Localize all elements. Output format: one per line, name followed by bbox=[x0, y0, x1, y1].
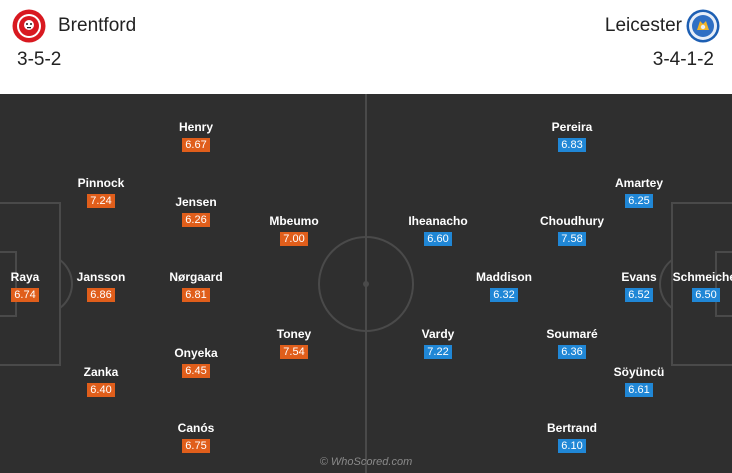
match-header: Brentford 3-5-2 Leicester 3-4-1-2 bbox=[0, 0, 732, 94]
rating-badge: 6.61 bbox=[625, 383, 653, 397]
player-name: Jansson bbox=[76, 270, 126, 284]
player-pereira[interactable]: Pereira 6.83 bbox=[517, 119, 627, 153]
rating-badge: 6.32 bbox=[490, 288, 518, 302]
rating-badge: 6.81 bbox=[182, 288, 210, 302]
player-raya[interactable]: Raya 6.74 bbox=[0, 269, 80, 303]
player-iheanacho[interactable]: Iheanacho 6.60 bbox=[383, 213, 493, 247]
player-bertrand[interactable]: Bertrand 6.10 bbox=[517, 420, 627, 454]
player-name: Amartey bbox=[614, 176, 664, 190]
player-toney[interactable]: Toney 7.54 bbox=[239, 326, 349, 360]
player-name: Soumaré bbox=[546, 327, 598, 341]
rating-badge: 7.00 bbox=[280, 232, 308, 246]
player-name: Iheanacho bbox=[408, 214, 468, 228]
player-jensen[interactable]: Jensen 6.26 bbox=[141, 194, 251, 228]
player-maddison[interactable]: Maddison 6.32 bbox=[449, 269, 559, 303]
rating-badge: 6.10 bbox=[558, 439, 586, 453]
home-team-name[interactable]: Brentford bbox=[58, 15, 137, 36]
rating-badge: 6.40 bbox=[87, 383, 115, 397]
rating-badge: 6.45 bbox=[182, 364, 210, 378]
player-name: Choudhury bbox=[540, 214, 604, 228]
rating-badge: 7.58 bbox=[558, 232, 586, 246]
player-name: Raya bbox=[10, 270, 40, 284]
player-mbeumo[interactable]: Mbeumo 7.00 bbox=[239, 213, 349, 247]
player-name: Pereira bbox=[551, 120, 593, 134]
player-name: Zanka bbox=[83, 365, 119, 379]
brentford-crest-icon bbox=[12, 9, 46, 43]
player-vardy[interactable]: Vardy 7.22 bbox=[383, 326, 493, 360]
player-name: Onyeka bbox=[174, 346, 218, 360]
rating-badge: 7.24 bbox=[87, 194, 115, 208]
rating-badge: 6.50 bbox=[692, 288, 720, 302]
player-name: Nørgaard bbox=[169, 270, 223, 284]
pitch-markings bbox=[0, 94, 732, 473]
player-name: Evans bbox=[621, 270, 657, 284]
rating-badge: 6.86 bbox=[87, 288, 115, 302]
player-name: Mbeumo bbox=[269, 214, 319, 228]
player-name: Pinnock bbox=[77, 176, 125, 190]
player-name: Bertrand bbox=[546, 421, 597, 435]
player-soumare[interactable]: Soumaré 6.36 bbox=[517, 326, 627, 360]
player-amartey[interactable]: Amartey 6.25 bbox=[584, 175, 694, 209]
away-team-name[interactable]: Leicester bbox=[604, 15, 682, 36]
player-schmeichel[interactable]: Schmeichel 6.50 bbox=[651, 269, 732, 303]
rating-badge: 6.36 bbox=[558, 345, 586, 359]
player-pinnock[interactable]: Pinnock 7.24 bbox=[46, 175, 156, 209]
rating-badge: 6.75 bbox=[182, 439, 210, 453]
player-name: Söyüncü bbox=[613, 365, 665, 379]
rating-badge: 6.67 bbox=[182, 138, 210, 152]
player-soyuncu[interactable]: Söyüncü 6.61 bbox=[584, 364, 694, 398]
player-name: Maddison bbox=[476, 270, 532, 284]
player-jansson[interactable]: Jansson 6.86 bbox=[46, 269, 156, 303]
home-formation: 3-5-2 bbox=[17, 49, 62, 70]
rating-badge: 6.74 bbox=[11, 288, 39, 302]
pitch: Raya 6.74 Pinnock 7.24 Jansson 6.86 Zank… bbox=[0, 94, 732, 473]
rating-badge: 6.60 bbox=[424, 232, 452, 246]
player-onyeka[interactable]: Onyeka 6.45 bbox=[141, 345, 251, 379]
player-choudhury[interactable]: Choudhury 7.58 bbox=[517, 213, 627, 247]
player-canos[interactable]: Canós 6.75 bbox=[141, 420, 251, 454]
player-evans[interactable]: Evans 6.52 bbox=[584, 269, 694, 303]
player-name: Vardy bbox=[421, 327, 455, 341]
rating-badge: 7.54 bbox=[280, 345, 308, 359]
player-henry[interactable]: Henry 6.67 bbox=[141, 119, 251, 153]
player-name: Henry bbox=[178, 120, 213, 134]
player-zanka[interactable]: Zanka 6.40 bbox=[46, 364, 156, 398]
rating-badge: 6.83 bbox=[558, 138, 586, 152]
rating-badge: 6.26 bbox=[182, 213, 210, 227]
player-norgaard[interactable]: Nørgaard 6.81 bbox=[141, 269, 251, 303]
player-name: Toney bbox=[276, 327, 312, 341]
rating-badge: 6.52 bbox=[625, 288, 653, 302]
player-name: Jensen bbox=[175, 195, 217, 209]
away-formation: 3-4-1-2 bbox=[652, 49, 714, 70]
player-name: Schmeichel bbox=[672, 270, 732, 284]
rating-badge: 6.25 bbox=[625, 194, 653, 208]
whoscored-watermark: © WhoScored.com bbox=[319, 456, 413, 468]
player-name: Canós bbox=[177, 421, 215, 435]
leicester-crest-icon bbox=[686, 9, 720, 43]
rating-badge: 7.22 bbox=[424, 345, 452, 359]
